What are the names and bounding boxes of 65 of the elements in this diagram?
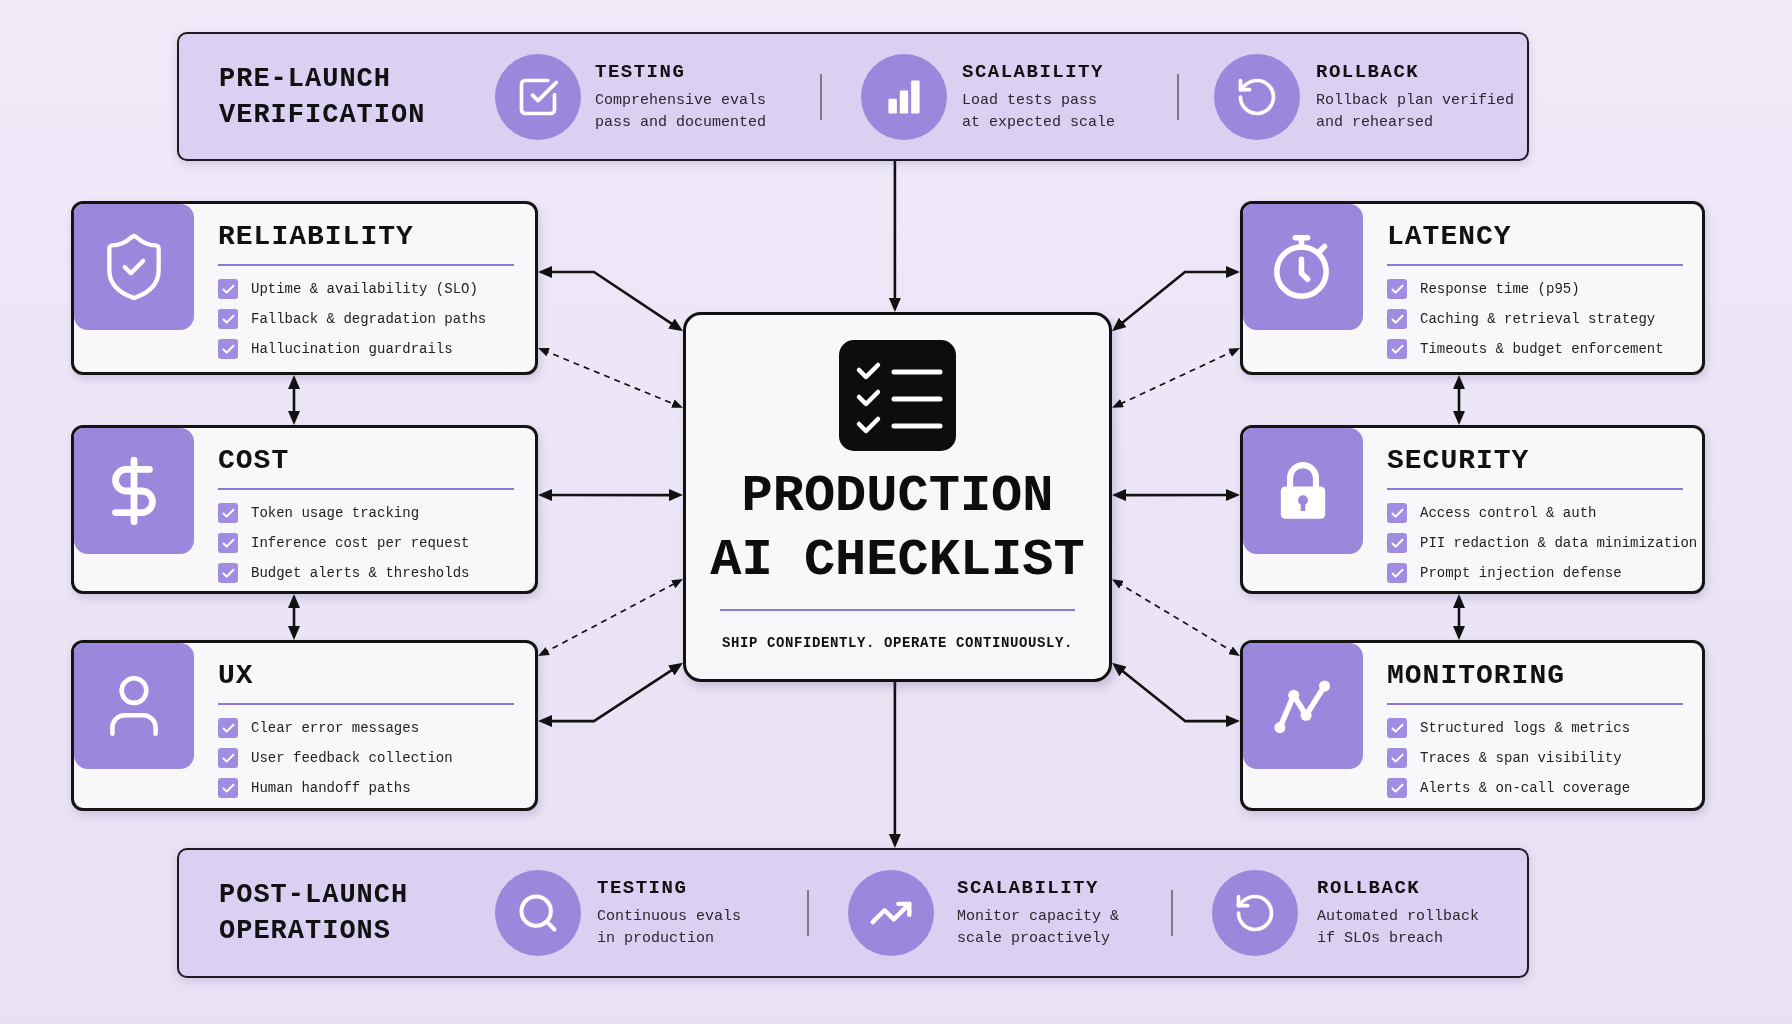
- checklist-item: Prompt injection defense: [1420, 564, 1622, 583]
- arrow: [888, 161, 901, 312]
- checklist-item: Inference cost per request: [251, 534, 470, 553]
- category-title: COST: [218, 444, 291, 478]
- checklist-item: Traces & span visibility: [1420, 749, 1622, 768]
- hub-card: [683, 312, 1112, 682]
- item-description: Automated rollback if SLOs breach: [1317, 907, 1481, 949]
- checklist-item: Hallucination guardrails: [251, 340, 453, 359]
- item-title: TESTING: [597, 876, 688, 900]
- checklist-item: Human handoff paths: [251, 779, 411, 798]
- double-headed-arrow: [288, 375, 300, 425]
- category-card: [71, 201, 538, 375]
- phase-title: POST-LAUNCH OPERATIONS: [219, 879, 410, 948]
- item-description: Monitor capacity & scale proactively: [957, 907, 1121, 949]
- double-headed-arrow: [1111, 266, 1240, 332]
- item-title: ROLLBACK: [1317, 876, 1421, 900]
- item-description: Load tests pass at expected scale: [962, 90, 1117, 133]
- item-description: Comprehensive evals pass and documented: [595, 90, 768, 133]
- category-card: [71, 640, 538, 811]
- item-title: TESTING: [595, 59, 686, 84]
- phase-banner: [177, 848, 1529, 978]
- checklist-item: Response time (p95): [1420, 280, 1580, 299]
- checklist-item: Timeouts & budget enforcement: [1420, 340, 1664, 359]
- hub-title: PRODUCTION AI CHECKLIST: [709, 466, 1086, 592]
- checklist-item: PII redaction & data minimization: [1420, 534, 1698, 553]
- double-headed-arrow: [538, 662, 683, 728]
- double-headed-arrow: [538, 489, 683, 502]
- checklist-item: Caching & retrieval strategy: [1420, 310, 1656, 329]
- phase-title: PRE-LAUNCH VERIFICATION: [219, 62, 427, 132]
- checklist-item: Token usage tracking: [251, 504, 420, 523]
- item-description: Rollback plan verified and rehearsed: [1316, 90, 1516, 133]
- category-card: [1240, 640, 1705, 811]
- category-title: SECURITY: [1387, 444, 1531, 478]
- checklist-item: Alerts & on-call coverage: [1420, 779, 1631, 798]
- dashed-double-headed-arrow: [538, 348, 683, 408]
- tagline: SHIP CONFIDENTLY. OPERATE CONTINUOUSLY.: [721, 634, 1074, 653]
- checklist-item: Clear error messages: [251, 719, 420, 738]
- category-card: [1240, 201, 1705, 375]
- category-title: MONITORING: [1387, 659, 1567, 693]
- dashed-double-headed-arrow: [1112, 348, 1240, 408]
- arrow: [888, 682, 901, 848]
- dashed-double-headed-arrow: [1112, 579, 1240, 657]
- double-headed-arrow: [288, 594, 300, 640]
- checklist-item: Fallback & degradation paths: [251, 310, 487, 329]
- checklist-item: Structured logs & metrics: [1420, 719, 1631, 738]
- checklist-item: Access control & auth: [1420, 504, 1597, 523]
- item-title: ROLLBACK: [1316, 59, 1420, 84]
- double-headed-arrow: [1112, 662, 1240, 728]
- phase-banner: [177, 32, 1529, 161]
- category-title: RELIABILITY: [218, 220, 415, 254]
- item-description: Continuous evals in production: [597, 907, 743, 949]
- checklist-item: Budget alerts & thresholds: [251, 564, 470, 583]
- category-title: LATENCY: [1387, 220, 1513, 254]
- category-title: UX: [218, 659, 255, 693]
- category-card: [71, 425, 538, 594]
- double-headed-arrow: [538, 266, 684, 332]
- category-card: [1240, 425, 1705, 594]
- item-title: SCALABILITY: [957, 876, 1099, 900]
- item-title: SCALABILITY: [962, 59, 1104, 84]
- checklist-item: Uptime & availability (SLO): [251, 280, 478, 299]
- double-headed-arrow: [1453, 594, 1465, 640]
- double-headed-arrow: [1453, 375, 1465, 425]
- dashed-double-headed-arrow: [538, 579, 683, 657]
- double-headed-arrow: [1112, 489, 1240, 502]
- checklist-item: User feedback collection: [251, 749, 453, 768]
